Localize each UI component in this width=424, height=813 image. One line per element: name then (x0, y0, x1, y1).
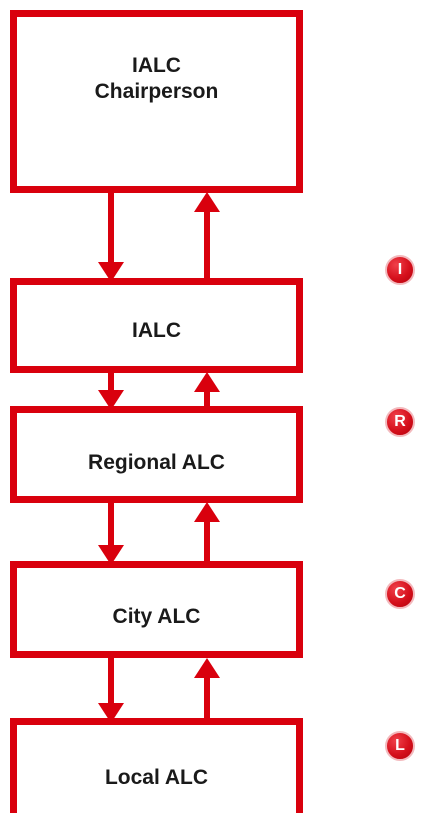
box-label-line: Regional ALC (88, 451, 225, 475)
arrow-up-city-to-regional (194, 502, 220, 563)
box-label-line: Local ALC (104, 765, 209, 789)
arrow-down-chairperson-to-ialc (98, 190, 124, 282)
box-local-alc: Local ALC (10, 718, 303, 813)
arrow-up-local-to-city (194, 658, 220, 720)
arrow-up-regional-to-ialc (194, 372, 220, 408)
badge-c-icon: C (385, 579, 415, 609)
badge-letter: I (397, 261, 403, 278)
box-label-line: Chairperson (94, 80, 219, 104)
box-ialc-chairperson: IALC Chairperson (10, 10, 303, 193)
box-label: IALC Chairperson (95, 53, 219, 106)
badge-l-icon: L (385, 731, 415, 761)
box-label: Local ALC (105, 765, 208, 791)
box-label: City ALC (113, 604, 201, 630)
box-ialc: IALC (10, 278, 303, 373)
badge-letter: C (394, 585, 406, 602)
arrow-down-ialc-to-regional (98, 370, 124, 410)
badge-letter: L (395, 737, 405, 754)
box-label-line: City ALC (112, 605, 201, 629)
badge-letter: R (394, 413, 406, 430)
box-label-line: IALC (131, 54, 181, 77)
box-regional-alc: Regional ALC (10, 406, 303, 503)
box-city-alc: City ALC (10, 561, 303, 658)
box-label: Regional ALC (88, 450, 225, 476)
arrow-down-regional-to-city (98, 500, 124, 565)
badge-i-icon: I (385, 255, 415, 285)
box-label: IALC (132, 318, 181, 344)
badge-r-icon: R (385, 407, 415, 437)
box-label-line: IALC (132, 319, 181, 343)
arrow-down-city-to-local (98, 655, 124, 723)
arrow-up-ialc-to-chairperson (194, 192, 220, 280)
